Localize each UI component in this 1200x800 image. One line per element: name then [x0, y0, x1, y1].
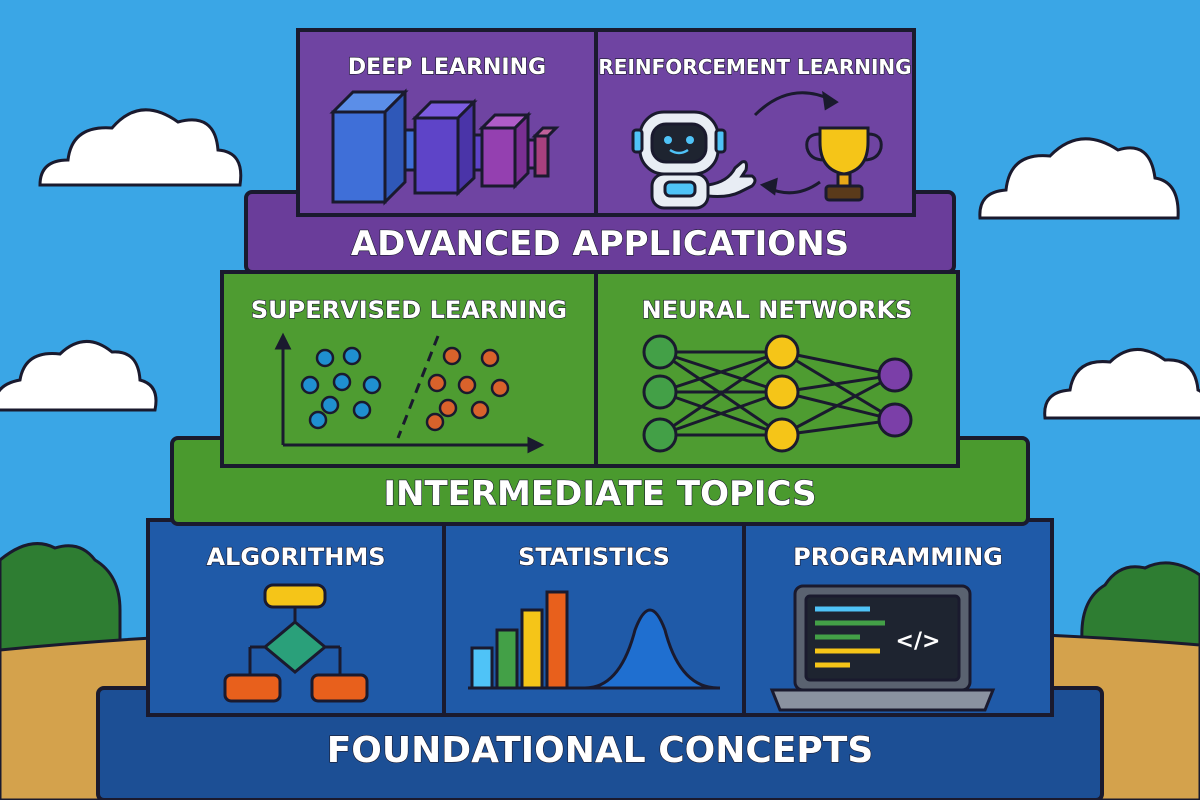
statistics-title: STATISTICS [518, 543, 670, 571]
foundational-tier: FOUNDATIONAL CONCEPTS ALGORITHMS STATIST… [96, 518, 1104, 800]
cloud-right-mid [1043, 348, 1200, 420]
supervised-learning-title: SUPERVISED LEARNING [251, 296, 567, 324]
robot-trophy-icon [631, 90, 883, 210]
advanced-tier: ADVANCED APPLICATIONS DEEP LEARNING REIN… [244, 28, 956, 274]
cloud-left-mid [0, 340, 158, 412]
programming-title: PROGRAMMING [793, 543, 1003, 571]
flowchart-icon [223, 583, 369, 703]
cloud-right-top [978, 137, 1180, 220]
bar-chart-bell-curve-icon [468, 590, 720, 690]
laptop-code-icon: </> [769, 584, 996, 712]
reinforcement-learning-title: REINFORCEMENT LEARNING [598, 55, 911, 79]
advanced-label: ADVANCED APPLICATIONS [351, 224, 849, 264]
intermediate-tier: INTERMEDIATE TOPICS SUPERVISED LEARNING … [170, 270, 1030, 526]
deep-learning-title: DEEP LEARNING [348, 55, 546, 80]
algorithms-title: ALGORITHMS [206, 543, 385, 571]
scatter-classification-icon [274, 332, 545, 454]
svg-text:</>: </> [896, 629, 941, 654]
cloud-left-top [38, 108, 243, 187]
neural-networks-title: NEURAL NETWORKS [642, 296, 913, 324]
neural-network-icon [642, 334, 913, 453]
layered-blocks-icon [329, 88, 560, 206]
foundational-label: FOUNDATIONAL CONCEPTS [327, 730, 874, 771]
intermediate-label: INTERMEDIATE TOPICS [383, 474, 816, 514]
